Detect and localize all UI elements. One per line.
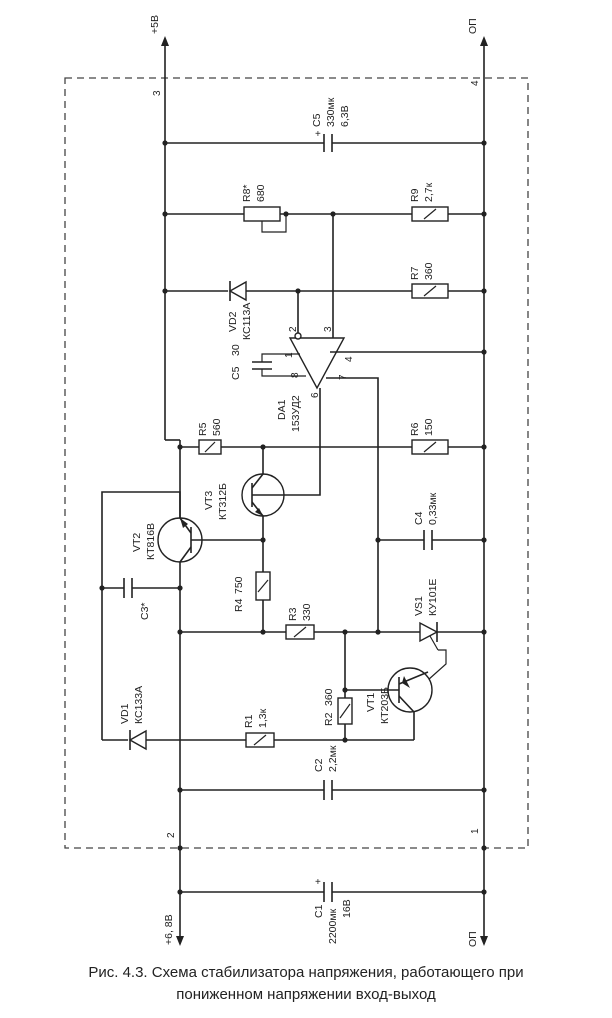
c2-value: 2,2мк	[327, 745, 339, 772]
c4-value: 0,33мк	[427, 492, 439, 525]
da1-pin-1: 1	[284, 352, 295, 358]
r8-ref: R8*	[241, 184, 253, 202]
pin-2: 2	[166, 832, 177, 838]
caption-line-2: пониженном напряжении вход-выход	[176, 986, 436, 1003]
da1-pin-4: 4	[344, 356, 355, 362]
pin-4: 4	[470, 80, 481, 86]
da1-pin-2: 2	[288, 326, 299, 332]
vt1-ref: VT1	[365, 693, 377, 712]
resistor-r8	[243, 206, 281, 222]
figure-caption: Рис. 4.3. Схема стабилизатора напряжения…	[0, 962, 612, 1006]
r5-value: 560	[211, 418, 223, 436]
arrow-op-top	[480, 36, 488, 46]
r6-value: 150	[423, 418, 435, 436]
svg-text:+: +	[315, 877, 321, 888]
r8-trimmer-wiper	[261, 214, 287, 233]
vs1-value: КУ101Е	[427, 579, 439, 616]
c1-ref: C1	[313, 904, 325, 918]
r2-ref: R2	[323, 712, 335, 726]
label-op-bottom: ОП	[467, 931, 479, 947]
c2-ref: C2	[313, 758, 325, 772]
caption-line-1: Рис. 4.3. Схема стабилизатора напряжения…	[88, 964, 524, 981]
r6-ref: R6	[409, 422, 421, 436]
c5-voltage: 6,3В	[339, 105, 351, 127]
vd2-value: КС113А	[241, 303, 253, 340]
c5-ref: C5	[311, 113, 323, 127]
arrow-5v	[161, 36, 169, 46]
r1-ref: R1	[243, 714, 255, 728]
r3-value: 330	[301, 603, 313, 621]
r4-value: 750	[233, 576, 245, 594]
vt2-value: КТ816В	[145, 523, 157, 560]
svg-text:+: +	[315, 129, 321, 140]
da1-pin-8: 8	[290, 372, 301, 378]
r5-ref: R5	[197, 422, 209, 436]
vd2-ref: VD2	[227, 311, 239, 332]
da1-pin-3: 3	[323, 326, 334, 332]
vt3-value: КТ312Б	[217, 483, 229, 520]
da1-ref: DA1	[276, 399, 288, 420]
pin-1: 1	[470, 828, 481, 834]
c5-value: 330мк	[325, 97, 337, 127]
zener-vd1	[128, 729, 147, 751]
transistor-vt2	[157, 517, 263, 563]
transistor-vt3	[241, 473, 285, 517]
r7-value: 360	[423, 262, 435, 280]
c4-ref: C4	[413, 511, 425, 525]
label-plus6-8: +6, 8В	[163, 914, 175, 945]
vt2-ref: VT2	[131, 533, 143, 552]
arrow-op-bottom	[480, 936, 488, 946]
c3-ref: C3*	[139, 602, 151, 620]
vt1-value: КТ203Б	[379, 687, 391, 724]
c5-comp-ref: C5	[230, 366, 242, 380]
transistor-vt1	[345, 667, 433, 713]
thyristor-vs1	[419, 621, 439, 651]
label-plus5: +5В	[149, 15, 161, 34]
r9-ref: R9	[409, 188, 421, 202]
da1-value: 153УД2	[290, 395, 302, 432]
zener-vd2	[228, 280, 247, 302]
vd1-ref: VD1	[119, 703, 131, 724]
schematic-diagram: +5В ОП +6, 8В ОП 3 4 2 1 + C5 330мк 6,3В…	[64, 15, 529, 947]
vs1-ref: VS1	[413, 596, 425, 616]
opamp-da1	[288, 337, 346, 390]
r1-value: 1,3к	[257, 708, 269, 728]
module-boundary	[64, 77, 529, 849]
capacitor-c1-electrolytic: +	[315, 877, 333, 902]
c5-comp-value: 30	[230, 344, 242, 356]
vt3-ref: VT3	[203, 491, 215, 510]
label-op-top: ОП	[467, 18, 479, 34]
r3-ref: R3	[287, 607, 299, 621]
capacitor-c5-electrolytic: +	[315, 129, 333, 152]
pin-3: 3	[152, 90, 163, 96]
da1-pin-6: 6	[310, 392, 321, 398]
r9-value: 2,7к	[423, 182, 435, 202]
c1-value: 2200мк	[327, 908, 339, 944]
da1-pin-7: 7	[338, 374, 349, 380]
r2-value: 360	[323, 688, 335, 706]
r8-value: 680	[255, 184, 267, 202]
arrow-6-8v	[176, 936, 184, 946]
r7-ref: R7	[409, 266, 421, 280]
c1-voltage: 16В	[341, 899, 353, 918]
vd1-value: КС133А	[133, 686, 145, 724]
r4-ref: R4	[233, 598, 245, 612]
